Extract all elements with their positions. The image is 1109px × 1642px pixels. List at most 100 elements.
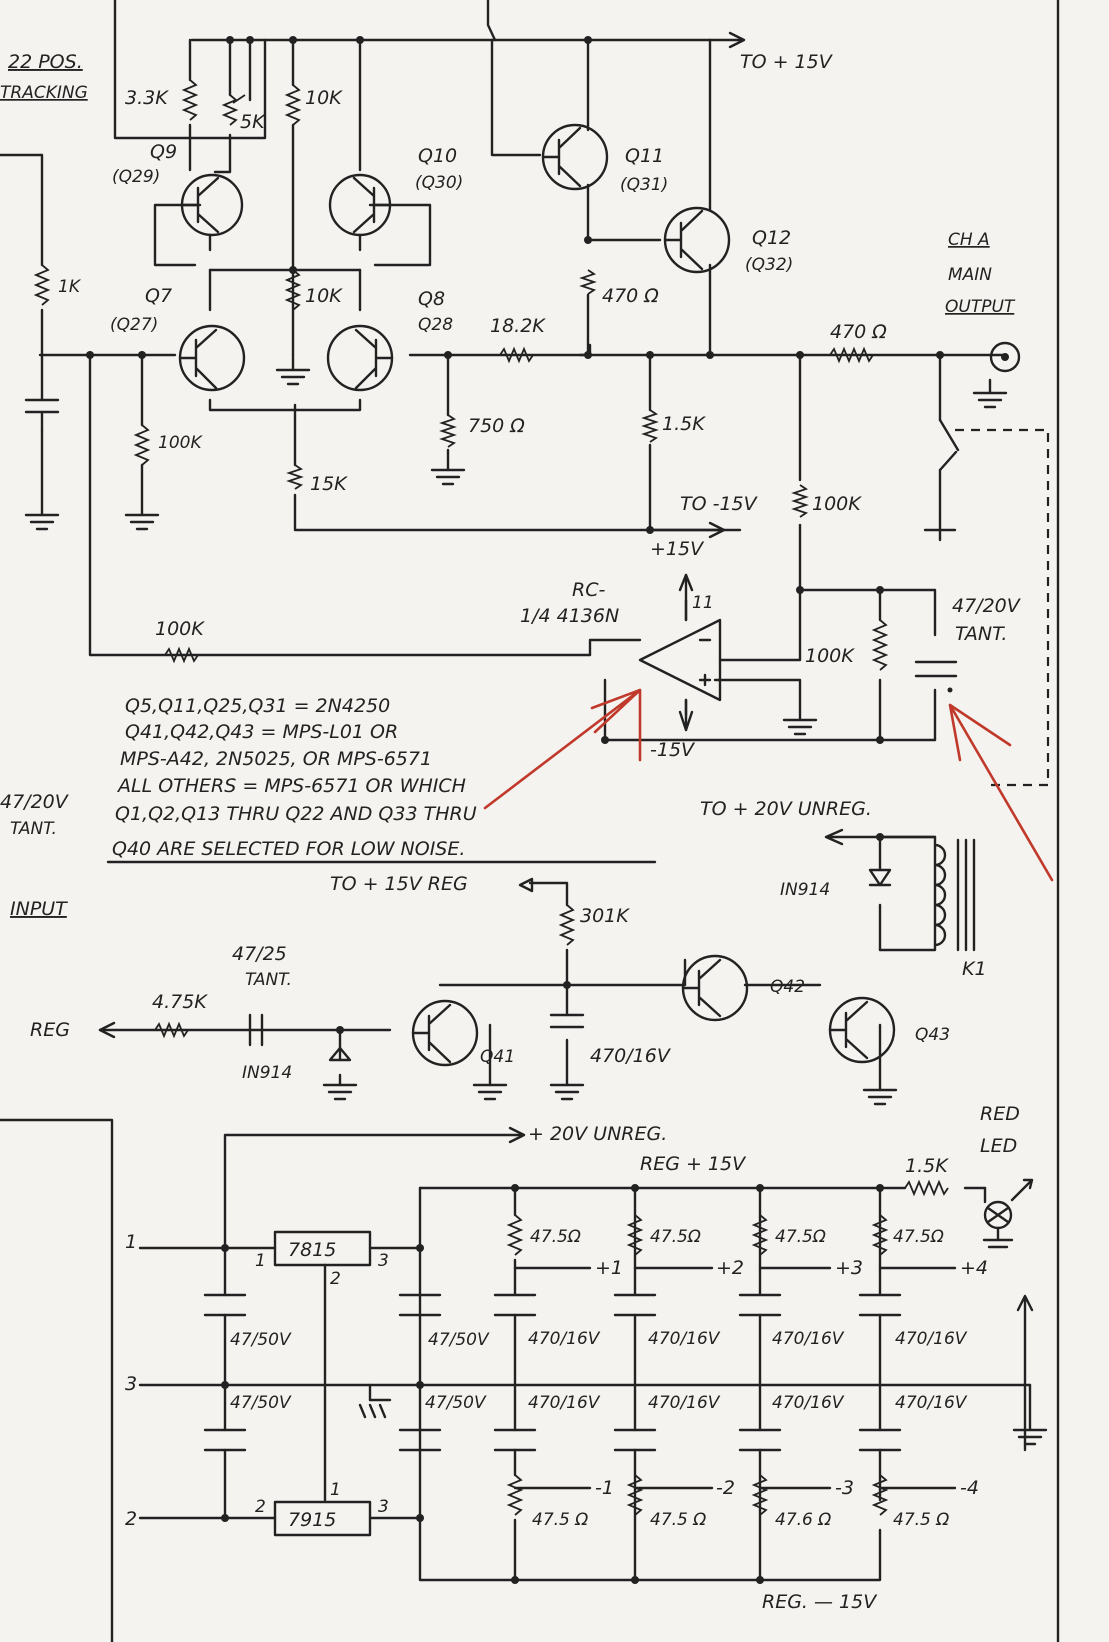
resistors-top bbox=[33, 79, 949, 1197]
label-c470-u1: 470/16V bbox=[528, 1329, 601, 1349]
transistor-q7 bbox=[178, 324, 246, 392]
label-in914-a: IN914 bbox=[780, 880, 830, 900]
label-in2: 2 bbox=[125, 1508, 137, 1530]
labels: 22 POS. TRACKING 3.3K 5K 10K Q9 (Q29) Q1… bbox=[0, 51, 1022, 1613]
label-r-15k: 15K bbox=[310, 473, 348, 495]
opamp-rc4136 bbox=[638, 573, 722, 732]
label-c-47-20-b: TANT. bbox=[955, 623, 1007, 645]
label-r-100k-d: 100K bbox=[805, 645, 855, 667]
capacitors-top bbox=[24, 398, 958, 693]
regulators bbox=[273, 1230, 372, 1537]
label-o-p2: +2 bbox=[716, 1257, 744, 1279]
label-q8: Q8 bbox=[418, 288, 445, 310]
label-o-m1: -1 bbox=[595, 1477, 614, 1499]
label-c-4725-b: TANT. bbox=[245, 970, 292, 990]
note-line-3: MPS-A42, 2N5025, OR MPS-6571 bbox=[120, 748, 432, 770]
junction-dots bbox=[86, 36, 944, 1584]
label-red-led-a: RED bbox=[980, 1103, 1020, 1125]
transistor-q43 bbox=[828, 996, 896, 1064]
label-p1: 1 bbox=[255, 1251, 266, 1271]
label-red-led-b: LED bbox=[980, 1135, 1017, 1157]
label-p3: 3 bbox=[378, 1251, 389, 1271]
label-r-1k5: 1.5K bbox=[662, 413, 706, 435]
label-q8b: Q28 bbox=[418, 315, 453, 335]
label-q12: Q12 bbox=[752, 227, 791, 249]
label-o-m3: -3 bbox=[835, 1477, 854, 1499]
label-to-p15v: TO + 15V bbox=[740, 51, 834, 73]
supply-arrows bbox=[648, 31, 937, 846]
note-line-6: Q40 ARE SELECTED FOR LOW NOISE. bbox=[112, 838, 465, 860]
output-jack bbox=[938, 341, 1021, 522]
label-o-p3: +3 bbox=[835, 1257, 863, 1279]
transistor-q8 bbox=[326, 324, 394, 392]
label-cha-b: MAIN bbox=[948, 265, 992, 285]
label-c470-l3: 470/16V bbox=[772, 1393, 845, 1413]
note-line-2: Q41,Q42,Q43 = MPS-L01 OR bbox=[125, 721, 398, 743]
label-r475-4: 47.5Ω bbox=[893, 1227, 944, 1247]
label-in914-b: IN914 bbox=[242, 1063, 292, 1083]
transistor-q41 bbox=[411, 999, 479, 1067]
label-reg-left: REG bbox=[30, 1019, 70, 1041]
label-m15v: -15V bbox=[650, 739, 696, 761]
label-r475-8: 47.5 Ω bbox=[893, 1510, 949, 1530]
label-r475-1: 47.5Ω bbox=[530, 1227, 581, 1247]
grounds-top bbox=[24, 353, 1008, 736]
label-c-470-16: 470/16V bbox=[590, 1045, 672, 1067]
label-q7: Q7 bbox=[145, 285, 172, 307]
label-c470-u4: 470/16V bbox=[895, 1329, 968, 1349]
label-reg-p15: REG + 15V bbox=[640, 1153, 747, 1175]
label-q43: Q43 bbox=[915, 1025, 950, 1045]
label-r-470-b: 470 Ω bbox=[830, 321, 887, 343]
label-o-p4: +4 bbox=[960, 1257, 988, 1279]
label-c-47-50-b: 47/50V bbox=[230, 1393, 292, 1413]
label-p2b: 2 bbox=[255, 1497, 266, 1517]
red-annotation-arrows bbox=[483, 688, 1054, 882]
label-k1: K1 bbox=[962, 958, 987, 980]
label-r-750: 750 Ω bbox=[468, 415, 525, 437]
label-p1b: 1 bbox=[330, 1480, 341, 1500]
transistor-q42 bbox=[681, 954, 749, 1022]
label-r-1k: 1K bbox=[58, 277, 82, 297]
label-q11b: (Q31) bbox=[620, 175, 668, 195]
label-q42: Q42 bbox=[770, 977, 805, 997]
power-supply-capacitors bbox=[203, 1293, 902, 1452]
label-r-100k-b: 100K bbox=[812, 493, 862, 515]
label-to-m15v: TO -15V bbox=[680, 493, 759, 515]
label-r-18k2: 18.2K bbox=[490, 315, 546, 337]
label-p3b: 3 bbox=[378, 1497, 389, 1517]
label-q11: Q11 bbox=[625, 145, 664, 167]
label-ic-7815: 7815 bbox=[288, 1239, 336, 1261]
label-q12b: (Q32) bbox=[745, 255, 793, 275]
relay-k1-coil bbox=[933, 838, 976, 952]
label-input: INPUT bbox=[10, 898, 68, 920]
label-r-100k-c: 100K bbox=[155, 618, 205, 640]
label-r475-5: 47.5 Ω bbox=[532, 1510, 588, 1530]
label-r-301k: 301K bbox=[580, 905, 630, 927]
label-tracking-b: TRACKING bbox=[0, 83, 88, 103]
label-tracking-a: 22 POS. bbox=[8, 51, 83, 73]
label-reg-m15: REG. — 15V bbox=[762, 1591, 878, 1613]
label-r475-3: 47.5Ω bbox=[775, 1227, 826, 1247]
label-c470-l4: 470/16V bbox=[895, 1393, 968, 1413]
power-supply-resistors bbox=[506, 1214, 889, 1516]
label-r-10k-b: 10K bbox=[305, 285, 343, 307]
label-to-15v-reg: TO + 15V REG bbox=[330, 873, 468, 895]
label-c470-u3: 470/16V bbox=[772, 1329, 845, 1349]
label-c-47-20-a: 47/20V bbox=[952, 595, 1022, 617]
label-q10b: (Q30) bbox=[415, 173, 463, 193]
label-r-5k: 5K bbox=[240, 111, 266, 133]
label-r-475k: 4.75K bbox=[152, 991, 208, 1013]
transistor-q11 bbox=[541, 123, 609, 191]
top-wires bbox=[38, 0, 1050, 787]
label-c470-u2: 470/16V bbox=[648, 1329, 721, 1349]
label-o-m2: -2 bbox=[716, 1477, 735, 1499]
note-line-5: Q1,Q2,Q13 THRU Q22 AND Q33 THRU bbox=[115, 803, 477, 825]
label-q10: Q10 bbox=[418, 145, 457, 167]
note-line-4: ALL OTHERS = MPS-6571 OR WHICH bbox=[116, 775, 466, 797]
label-r-1k5-led: 1.5K bbox=[905, 1155, 949, 1177]
label-left-c-b: TANT. bbox=[10, 819, 57, 839]
relay-driver-wires bbox=[98, 835, 937, 1092]
label-q9b: (Q29) bbox=[112, 167, 160, 187]
label-p2: 2 bbox=[330, 1269, 341, 1289]
